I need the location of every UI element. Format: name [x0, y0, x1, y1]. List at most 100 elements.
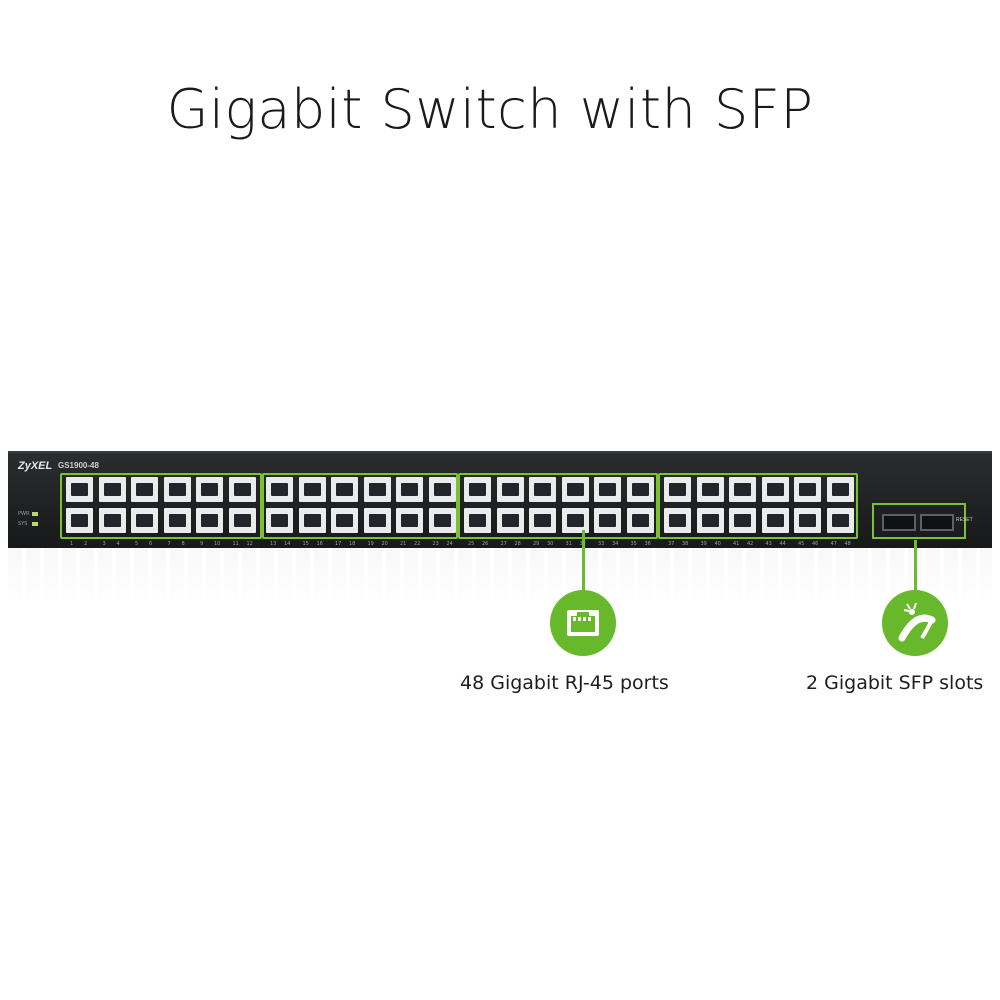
sfp-slot-1[interactable] — [882, 514, 916, 531]
rj45-port-29[interactable] — [529, 477, 556, 502]
rj45-port-16[interactable] — [298, 508, 326, 533]
port-number: 34 — [612, 541, 619, 547]
brand-logo: ZyXEL — [18, 460, 53, 472]
rj45-callout-label: 48 Gigabit RJ-45 ports — [460, 672, 669, 694]
rj45-port-9[interactable] — [196, 477, 223, 502]
port-number: 1 — [70, 541, 74, 547]
port-number: 37 — [668, 541, 675, 547]
port-number: 23 — [432, 541, 439, 547]
port-number: 29 — [533, 541, 540, 547]
rj45-port-27[interactable] — [496, 477, 524, 502]
port-number: 33 — [598, 541, 605, 547]
model-label: GS1900-48 — [58, 461, 99, 470]
sfp-callout-line — [914, 540, 917, 598]
rj45-port-6[interactable] — [131, 508, 158, 533]
rj45-port-7[interactable] — [163, 477, 191, 502]
rj45-port-47[interactable] — [826, 477, 854, 502]
rj45-port-35[interactable] — [626, 477, 654, 502]
rj45-port-8[interactable] — [163, 508, 191, 533]
rj45-port-26[interactable] — [464, 508, 491, 533]
rj45-port-43[interactable] — [761, 477, 789, 502]
port-number: 3 — [102, 541, 106, 547]
sys-led — [32, 522, 38, 526]
rj45-port-13[interactable] — [266, 477, 293, 502]
port-number: 14 — [284, 541, 291, 547]
rj45-port-44[interactable] — [761, 508, 789, 533]
rj45-port-14[interactable] — [266, 508, 293, 533]
switch-reflection — [8, 548, 992, 608]
port-number: 48 — [844, 541, 851, 547]
rj45-port-22[interactable] — [396, 508, 423, 533]
rj45-port-25[interactable] — [464, 477, 491, 502]
rj45-port-11[interactable] — [228, 477, 256, 502]
port-number: 27 — [500, 541, 507, 547]
rj45-port-19[interactable] — [363, 477, 391, 502]
port-number: 30 — [547, 541, 554, 547]
port-number: 46 — [812, 541, 819, 547]
rj45-port-46[interactable] — [794, 508, 821, 533]
port-number: 15 — [302, 541, 309, 547]
rj45-port-40[interactable] — [696, 508, 724, 533]
rj45-port-34[interactable] — [594, 508, 621, 533]
port-number: 13 — [270, 541, 277, 547]
port-number: 41 — [733, 541, 740, 547]
rj45-port-38[interactable] — [664, 508, 691, 533]
rj45-port-23[interactable] — [428, 477, 456, 502]
rj45-port-39[interactable] — [696, 477, 724, 502]
port-number: 25 — [468, 541, 475, 547]
port-number: 40 — [714, 541, 721, 547]
page-title: Gigabit Switch with SFP — [166, 78, 814, 141]
rj45-port-3[interactable] — [98, 477, 126, 502]
rj45-port-36[interactable] — [626, 508, 654, 533]
port-number: 47 — [830, 541, 837, 547]
rj45-port-45[interactable] — [794, 477, 821, 502]
port-number: 39 — [700, 541, 707, 547]
rj45-port-5[interactable] — [131, 477, 158, 502]
port-group-13-24 — [262, 473, 458, 539]
rj45-port-24[interactable] — [428, 508, 456, 533]
sfp-slot-2[interactable] — [920, 514, 954, 531]
port-number: 12 — [246, 541, 253, 547]
port-number: 5 — [135, 541, 139, 547]
port-number: 7 — [167, 541, 171, 547]
rj45-port-32[interactable] — [561, 508, 589, 533]
port-group-1-12 — [60, 473, 262, 539]
rj45-port-33[interactable] — [594, 477, 621, 502]
rj45-port-37[interactable] — [664, 477, 691, 502]
port-number: 10 — [214, 541, 221, 547]
port-number: 19 — [367, 541, 374, 547]
rj45-port-30[interactable] — [529, 508, 556, 533]
port-number: 18 — [349, 541, 356, 547]
led-label-pwr: PWR — [18, 511, 30, 517]
rj45-port-42[interactable] — [729, 508, 756, 533]
port-number: 21 — [400, 541, 407, 547]
port-number: 2 — [84, 541, 88, 547]
rj45-port-20[interactable] — [363, 508, 391, 533]
port-number: 22 — [414, 541, 421, 547]
rj45-port-1[interactable] — [66, 477, 93, 502]
rj45-port-17[interactable] — [331, 477, 358, 502]
rj45-port-41[interactable] — [729, 477, 756, 502]
sfp-fiber-icon — [882, 590, 948, 656]
rj45-port-12[interactable] — [228, 508, 256, 533]
sfp-callout-label: 2 Gigabit SFP slots — [806, 672, 984, 694]
rj45-port-15[interactable] — [298, 477, 326, 502]
port-group-37-48 — [658, 473, 858, 539]
rj45-port-10[interactable] — [196, 508, 223, 533]
ethernet-port-icon — [550, 590, 616, 656]
port-number: 16 — [316, 541, 323, 547]
port-number: 38 — [682, 541, 689, 547]
port-number: 35 — [630, 541, 637, 547]
rj45-port-31[interactable] — [561, 477, 589, 502]
pwr-led — [32, 512, 38, 516]
port-number: 26 — [482, 541, 489, 547]
rj45-port-4[interactable] — [98, 508, 126, 533]
rj45-port-48[interactable] — [826, 508, 854, 533]
rj45-port-21[interactable] — [396, 477, 423, 502]
rj45-port-2[interactable] — [66, 508, 93, 533]
rj45-port-28[interactable] — [496, 508, 524, 533]
port-number: 44 — [779, 541, 786, 547]
rj45-port-18[interactable] — [331, 508, 358, 533]
